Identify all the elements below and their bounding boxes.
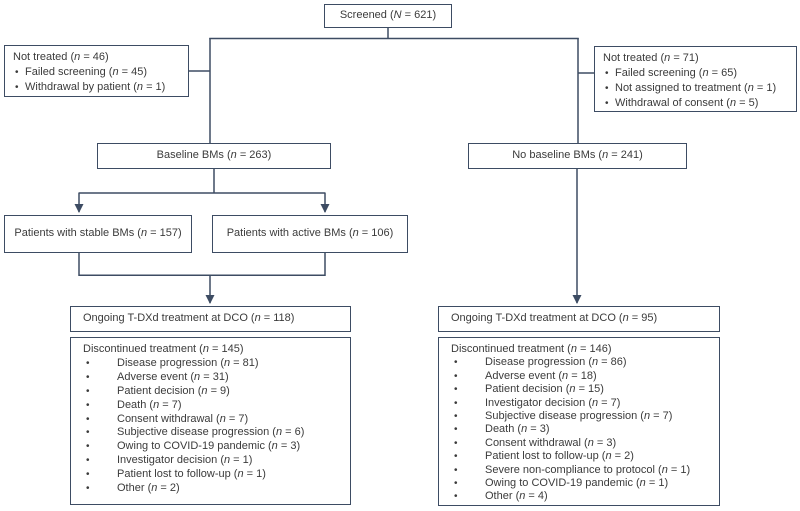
- list-item: Other (n = 2): [83, 482, 344, 496]
- not-treated-right-title: Not treated (n = 71): [603, 52, 699, 64]
- box-ongoing-tdxd-right: Ongoing T-DXd treatment at DCO (n = 95): [438, 306, 720, 332]
- list-item: Other (n = 4): [451, 490, 713, 504]
- box-active-bms: Patients with active BMs (n = 106): [212, 215, 408, 253]
- list-item: Consent withdrawal (n = 3): [451, 437, 713, 451]
- list-item: Consent withdrawal (n = 7): [83, 413, 344, 427]
- list-item: Adverse event (n = 18): [451, 370, 713, 384]
- list-item: Failed screening (n = 45): [11, 65, 182, 80]
- list-item: Subjective disease progression (n = 7): [451, 410, 713, 424]
- list-item: Patient decision (n = 9): [83, 385, 344, 399]
- ongoing-tdxd-left-label: Ongoing T-DXd treatment at DCO (n = 118): [83, 312, 295, 325]
- list-item: Failed screening (n = 65): [601, 66, 790, 81]
- list-item: Owing to COVID-19 pandemic (n = 3): [83, 440, 344, 454]
- list-item: Adverse event (n = 31): [83, 371, 344, 385]
- discontinued-left-title: Discontinued treatment (n = 145): [83, 343, 244, 355]
- list-item: Patient lost to follow-up (n = 1): [83, 468, 344, 482]
- list-item: Death (n = 7): [83, 399, 344, 413]
- list-item: Investigator decision (n = 1): [83, 454, 344, 468]
- list-item: Disease progression (n = 81): [83, 357, 344, 371]
- discontinued-right-title: Discontinued treatment (n = 146): [451, 343, 612, 355]
- stable-bms-label: Patients with stable BMs (n = 157): [14, 227, 182, 240]
- screened-label: Screened (N = 621): [339, 9, 437, 22]
- list-item: Owing to COVID-19 pandemic (n = 1): [451, 477, 713, 491]
- not-treated-left-title: Not treated (n = 46): [13, 51, 109, 63]
- list-item: Subjective disease progression (n = 6): [83, 426, 344, 440]
- discontinued-right-list: Disease progression (n = 86) Adverse eve…: [451, 356, 713, 504]
- not-treated-right-list: Failed screening (n = 65) Not assigned t…: [601, 66, 790, 111]
- baseline-bms-label: Baseline BMs (n = 263): [156, 149, 272, 162]
- list-item: Withdrawal of consent (n = 5): [601, 96, 790, 111]
- box-discontinued-left: Discontinued treatment (n = 145) Disease…: [70, 337, 351, 505]
- list-item: Disease progression (n = 86): [451, 356, 713, 370]
- box-ongoing-tdxd-left: Ongoing T-DXd treatment at DCO (n = 118): [70, 306, 351, 332]
- no-baseline-bms-label: No baseline BMs (n = 241): [512, 149, 643, 162]
- list-item: Severe non-compliance to protocol (n = 1…: [451, 464, 713, 478]
- box-baseline-bms: Baseline BMs (n = 263): [97, 143, 331, 169]
- list-item: Withdrawal by patient (n = 1): [11, 80, 182, 95]
- box-stable-bms: Patients with stable BMs (n = 157): [4, 215, 192, 253]
- box-not-treated-left: Not treated (n = 46) Failed screening (n…: [4, 45, 189, 97]
- active-bms-label: Patients with active BMs (n = 106): [226, 227, 394, 240]
- list-item: Not assigned to treatment (n = 1): [601, 81, 790, 96]
- list-item: Patient decision (n = 15): [451, 383, 713, 397]
- list-item: Investigator decision (n = 7): [451, 397, 713, 411]
- box-screened: Screened (N = 621): [324, 4, 452, 28]
- ongoing-tdxd-right-label: Ongoing T-DXd treatment at DCO (n = 95): [451, 312, 658, 325]
- discontinued-left-list: Disease progression (n = 81) Adverse eve…: [83, 357, 344, 496]
- box-no-baseline-bms: No baseline BMs (n = 241): [468, 143, 687, 169]
- box-not-treated-right: Not treated (n = 71) Failed screening (n…: [594, 46, 797, 112]
- list-item: Patient lost to follow-up (n = 2): [451, 450, 713, 464]
- box-discontinued-right: Discontinued treatment (n = 146) Disease…: [438, 337, 720, 506]
- not-treated-left-list: Failed screening (n = 45) Withdrawal by …: [11, 65, 182, 95]
- list-item: Death (n = 3): [451, 423, 713, 437]
